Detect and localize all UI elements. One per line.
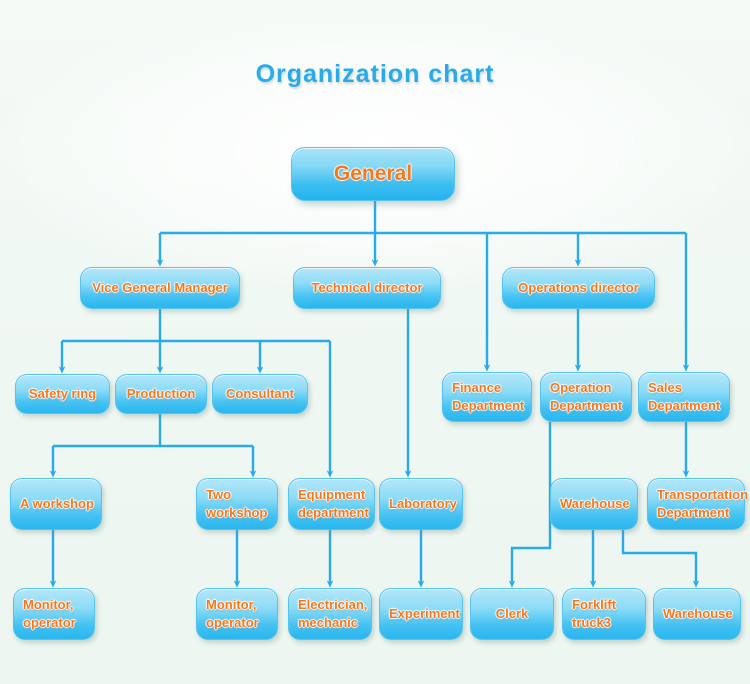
org-node-label: Electrician, xyxy=(298,596,368,612)
org-node-monitor_op_1[interactable]: Monitor, operator xyxy=(13,588,95,640)
org-node-tech_director[interactable]: Technical director xyxy=(293,267,441,309)
org-node-label: truck3 xyxy=(572,615,612,630)
org-node-label: Operation xyxy=(550,379,612,395)
org-node-ops_director[interactable]: Operations director xyxy=(502,267,655,309)
org-node-label: Transportation xyxy=(657,486,749,502)
org-node-label: operator xyxy=(23,615,76,630)
org-node-forklift[interactable]: Forklift truck3 xyxy=(562,588,646,640)
wire-to-warehouse-bottom xyxy=(621,530,700,588)
org-node-label: Laboratory xyxy=(389,495,457,511)
page-title: Organization chart xyxy=(255,60,495,88)
org-node-label: Safety ring xyxy=(28,385,97,401)
org-node-label: Clerk xyxy=(495,605,529,621)
org-node-vice_gm[interactable]: Vice General Manager xyxy=(80,267,240,309)
org-node-consultant[interactable]: Consultant xyxy=(212,374,308,414)
org-node-equipment_dept[interactable]: Equipment department xyxy=(288,478,375,530)
org-node-label: Sales xyxy=(648,379,682,395)
org-node-label: Operations director xyxy=(518,279,639,295)
org-node-a_workshop[interactable]: A workshop xyxy=(10,478,102,530)
org-node-general[interactable]: General xyxy=(291,147,455,201)
org-node-label: mechanic xyxy=(298,615,358,630)
org-node-warehouse_mid[interactable]: Warehouse xyxy=(550,478,638,530)
org-node-label: Warehouse xyxy=(560,495,630,511)
org-node-label: Two xyxy=(206,486,232,502)
org-node-production[interactable]: Production xyxy=(115,374,207,414)
org-node-label: Monitor, xyxy=(206,596,257,612)
org-node-two_workshop[interactable]: Two workshop xyxy=(196,478,278,530)
org-node-label: Department xyxy=(648,398,721,413)
org-node-label: Department xyxy=(452,398,525,413)
org-node-label: Monitor, xyxy=(23,596,74,612)
org-node-label: workshop xyxy=(206,505,268,520)
org-node-label: Production xyxy=(126,385,196,401)
org-node-label: A workshop xyxy=(20,495,94,511)
org-node-label: Forklift xyxy=(572,596,617,612)
org-node-label: operator xyxy=(206,615,259,630)
org-node-label: Department xyxy=(657,505,730,520)
org-node-clerk[interactable]: Clerk xyxy=(470,588,554,640)
org-node-label: Finance xyxy=(452,379,502,395)
org-node-label: Technical director xyxy=(311,279,423,295)
org-node-label: Warehouse xyxy=(663,605,733,621)
org-node-label: Consultant xyxy=(226,385,294,401)
org-node-experiment[interactable]: Experiment xyxy=(379,588,463,640)
org-node-warehouse_bot[interactable]: Warehouse xyxy=(653,588,741,640)
org-node-label: Equipment xyxy=(298,486,366,502)
org-node-label: department xyxy=(298,505,369,520)
org-node-electrician[interactable]: Electrician, mechanic xyxy=(288,588,372,640)
org-node-label: General xyxy=(333,162,413,186)
wire-to-clerk xyxy=(508,422,552,588)
org-node-label: Vice General Manager xyxy=(92,279,228,295)
org-node-laboratory[interactable]: Laboratory xyxy=(379,478,463,530)
org-node-safety_ring[interactable]: Safety ring xyxy=(15,374,110,414)
org-node-label: Experiment xyxy=(389,605,460,621)
org-node-monitor_op_2[interactable]: Monitor, operator xyxy=(196,588,278,640)
org-node-label: Department xyxy=(550,398,623,413)
